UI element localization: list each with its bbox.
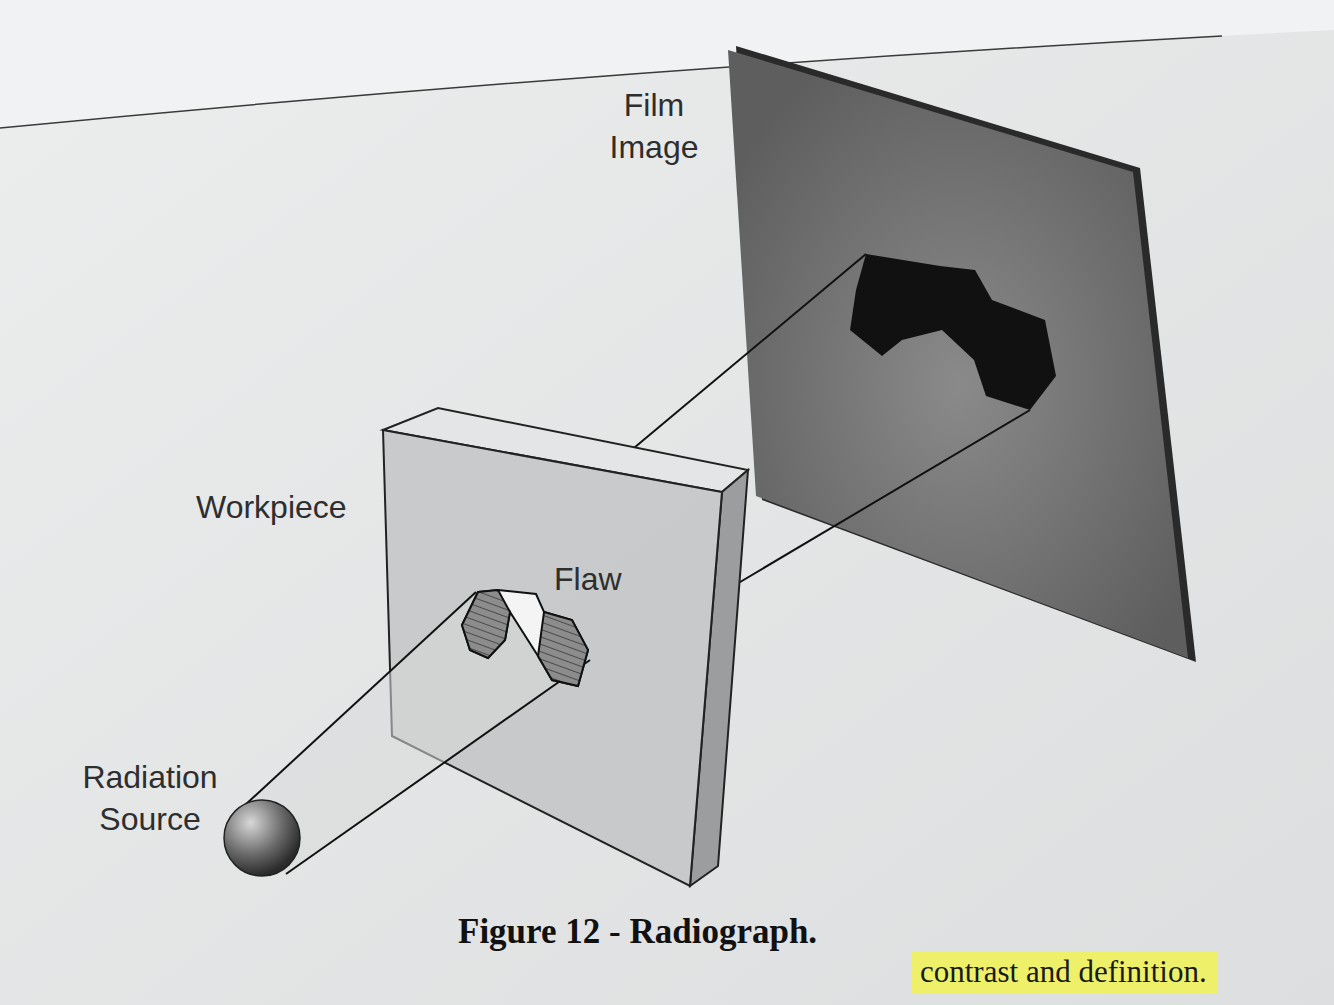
projection-line [610, 254, 866, 468]
flaw-label: Flaw [554, 558, 654, 600]
flaw-part [538, 612, 588, 686]
radiation-source-ball [224, 800, 300, 876]
header-rule [0, 36, 1222, 128]
highlighted-text: contrast and definition. [912, 952, 1217, 994]
workpiece-label: Workpiece [196, 486, 386, 528]
flaw-image [850, 254, 1056, 410]
figure-caption: Figure 12 - Radiograph. [458, 912, 817, 952]
source-label: Radiation Source [72, 756, 228, 840]
beam-edge [244, 592, 476, 806]
film-label: Film Image [594, 84, 714, 168]
flaw-outline [462, 590, 588, 686]
film-sheet [728, 50, 1188, 658]
flaw-part [462, 590, 510, 658]
projection-line [730, 410, 1030, 588]
beam-edge [286, 660, 590, 874]
